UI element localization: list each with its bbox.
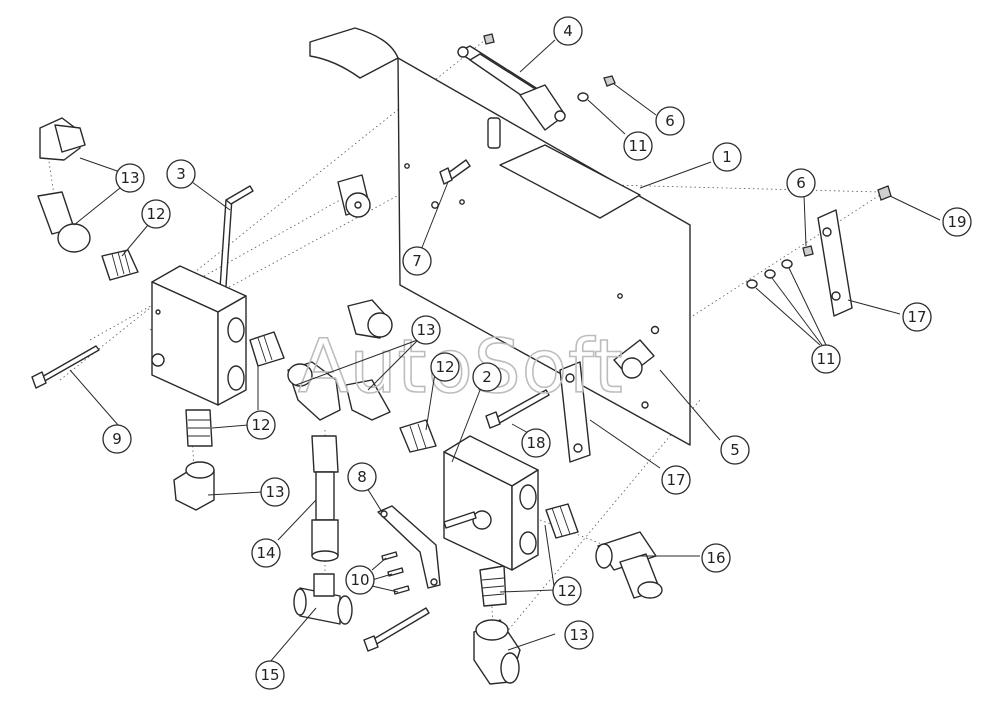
svg-text:4: 4 <box>563 22 573 40</box>
part-7-bolt <box>439 159 471 185</box>
svg-text:7: 7 <box>412 252 422 270</box>
part-14-hose <box>311 435 339 562</box>
part-6-nut-top <box>577 75 616 102</box>
svg-text:12: 12 <box>251 416 270 434</box>
callout-1: 1 <box>712 142 742 172</box>
svg-text:9: 9 <box>112 430 122 448</box>
callout-13-center: 13 <box>411 315 441 345</box>
svg-text:13: 13 <box>569 626 588 644</box>
callout-8: 8 <box>347 462 377 492</box>
valve-block-left <box>151 265 247 406</box>
callout-17-center: 17 <box>661 465 691 495</box>
callout-14: 14 <box>251 538 281 568</box>
part-4-linear-actuator <box>457 33 566 131</box>
bottom-long-bolt <box>363 607 430 652</box>
svg-text:11: 11 <box>816 350 835 368</box>
svg-text:1: 1 <box>722 148 732 166</box>
part-1-mounting-plate <box>309 27 691 446</box>
svg-text:2: 2 <box>482 368 492 386</box>
callout-18: 18 <box>521 428 551 458</box>
svg-text:17: 17 <box>907 308 926 326</box>
part-18-bolt <box>485 389 550 429</box>
callout-13-lower-left: 13 <box>260 477 290 507</box>
svg-text:19: 19 <box>947 213 966 231</box>
part-16-tee <box>595 531 663 599</box>
part-17-link-plate-right <box>817 209 853 317</box>
svg-text:5: 5 <box>730 441 740 459</box>
part-13-elbow-top-left <box>37 117 91 253</box>
svg-text:12: 12 <box>146 205 165 223</box>
callout-12-center: 12 <box>430 352 460 382</box>
svg-text:16: 16 <box>706 549 725 567</box>
right-hardware <box>746 185 892 289</box>
svg-text:14: 14 <box>256 544 275 562</box>
callout-4: 4 <box>553 16 583 46</box>
callout-10: 9 <box>102 424 132 454</box>
callout-12-bottom: 12 <box>552 576 582 606</box>
svg-text:6: 6 <box>796 174 806 192</box>
callout-6-right: 6 <box>786 168 816 198</box>
callout-15: 15 <box>255 660 285 690</box>
callout-11-right: 11 <box>811 344 841 374</box>
part-13-elbow-lower-left <box>173 461 215 511</box>
svg-text:10: 10 <box>350 571 369 589</box>
svg-text:18: 18 <box>526 434 545 452</box>
callout-13-top-left: 13 <box>115 163 145 193</box>
part-8-arm <box>377 505 441 589</box>
part-12-fittings <box>101 249 579 607</box>
callout-2: 2 <box>472 362 502 392</box>
callout-7: 7 <box>402 246 432 276</box>
svg-text:11: 11 <box>628 137 647 155</box>
part-13-elbow-bottom <box>473 619 521 685</box>
callout-labels: 4 6 11 1 13 3 12 7 6 19 17 11 13 12 2 9 … <box>102 16 972 690</box>
callout-9: 10 <box>345 565 375 595</box>
callout-19: 19 <box>942 207 972 237</box>
callout-12-left: 12 <box>141 199 171 229</box>
svg-text:15: 15 <box>260 666 279 684</box>
svg-text:17: 17 <box>666 471 685 489</box>
callout-5: 5 <box>720 435 750 465</box>
part-15-tee <box>293 573 353 625</box>
part-5-bushing <box>613 339 655 379</box>
part-10-long-bolt <box>31 345 100 389</box>
svg-text:12: 12 <box>435 358 454 376</box>
leader-lines <box>69 39 941 663</box>
watermark-text: AutoSoft <box>298 324 624 410</box>
callout-11-top: 11 <box>623 131 653 161</box>
svg-text:3: 3 <box>176 165 186 183</box>
callout-12-lower-left: 12 <box>246 410 276 440</box>
svg-text:6: 6 <box>665 112 675 130</box>
svg-text:13: 13 <box>265 483 284 501</box>
callout-3: 3 <box>166 159 196 189</box>
callout-13-bottom: 13 <box>564 620 594 650</box>
part-2-valve-block-right <box>443 435 539 571</box>
svg-text:8: 8 <box>357 468 367 486</box>
callout-17-right: 17 <box>902 302 932 332</box>
callout-16: 16 <box>701 543 731 573</box>
svg-text:13: 13 <box>120 169 139 187</box>
spacer-cylinder <box>337 174 371 218</box>
svg-text:12: 12 <box>557 582 576 600</box>
svg-text:13: 13 <box>416 321 435 339</box>
part-17-link-plate-center <box>559 361 591 463</box>
callout-6-top: 6 <box>655 106 685 136</box>
part-13-elbow-right-center <box>345 299 393 421</box>
part-13-elbow-center <box>287 361 341 421</box>
